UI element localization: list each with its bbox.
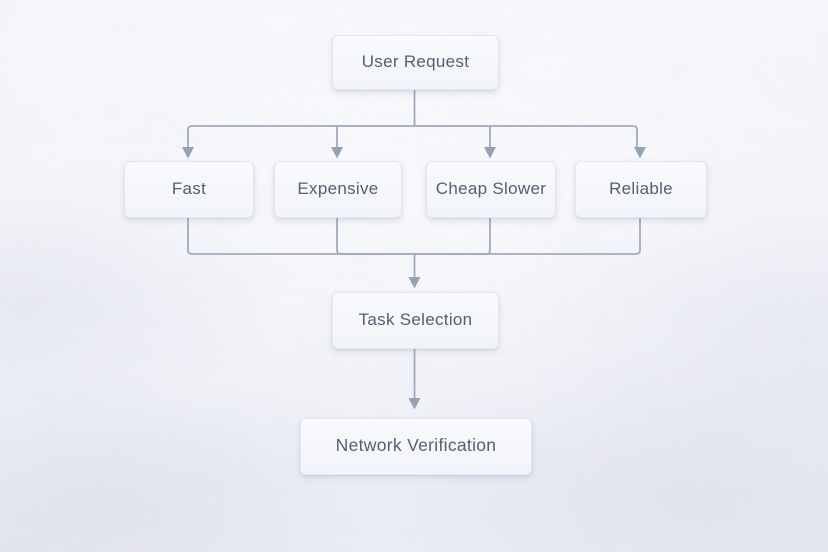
arrowhead-network-verification <box>408 398 421 410</box>
node-cheap-slower: Cheap Slower <box>426 161 556 218</box>
edge-merge-expensive <box>336 217 415 255</box>
node-user-request: User Request <box>332 35 499 90</box>
node-cheap-slower-label: Cheap Slower <box>435 178 547 198</box>
arrowhead-reliable <box>634 147 646 159</box>
node-network-verification-label: Network Verification <box>335 435 497 455</box>
arrowhead-expensive <box>331 147 343 159</box>
node-reliable: Reliable <box>575 161 707 218</box>
node-network-verification: Network Verification <box>300 418 532 475</box>
edge-merge-fast <box>187 217 415 255</box>
node-expensive: Expensive <box>274 161 402 218</box>
node-expensive-label: Expensive <box>297 178 379 198</box>
node-task-selection: Task Selection <box>332 292 499 349</box>
node-reliable-label: Reliable <box>609 178 673 198</box>
node-task-selection-label: Task Selection <box>358 309 473 329</box>
arrowhead-task-selection <box>408 277 421 289</box>
node-fast-label: Fast <box>171 178 207 198</box>
arrowhead-fast <box>182 147 194 159</box>
edge-branch-rail <box>187 125 638 148</box>
edge-merge-cheap-slower <box>414 217 491 255</box>
arrowhead-cheap-slower <box>484 147 496 159</box>
node-fast: Fast <box>124 161 254 218</box>
edge-merge-reliable <box>414 217 641 255</box>
node-user-request-label: User Request <box>361 51 470 71</box>
